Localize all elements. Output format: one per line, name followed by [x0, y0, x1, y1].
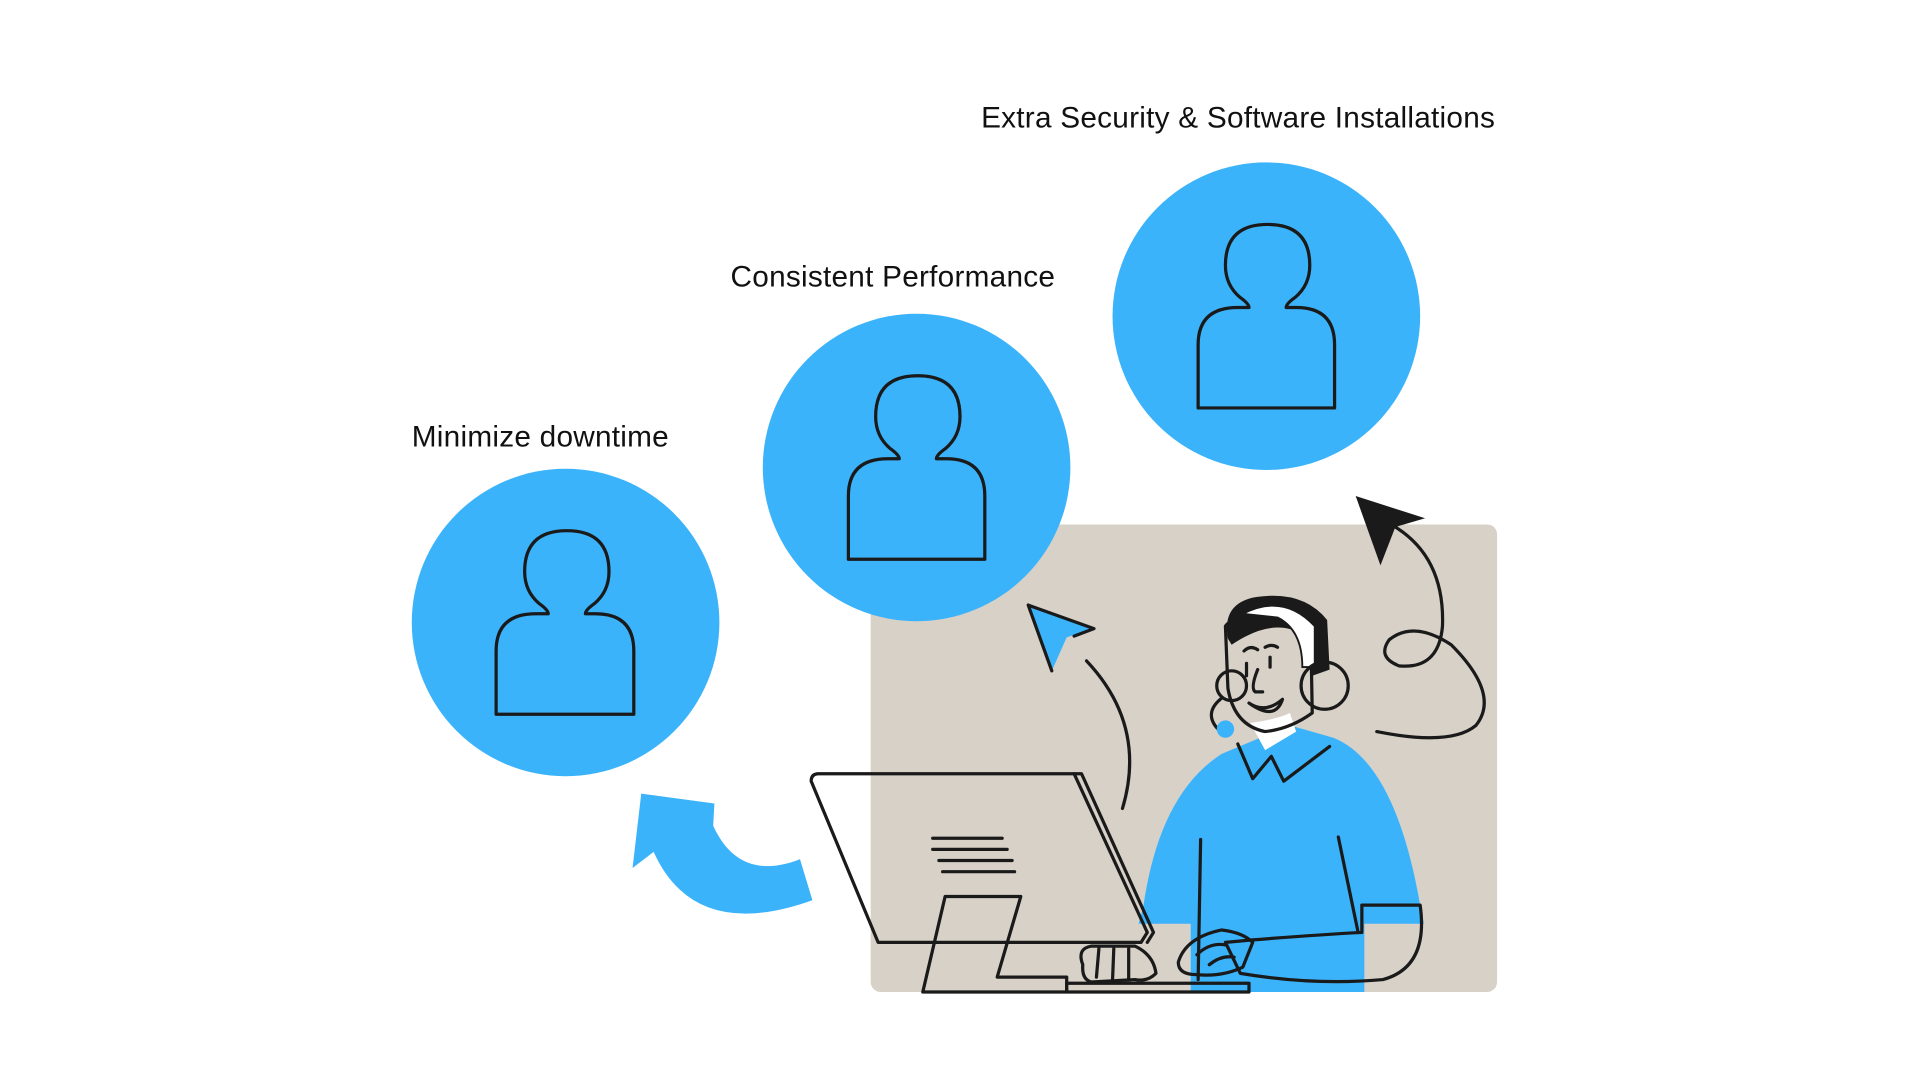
benefit-label-minimize-downtime: Minimize downtime — [412, 420, 669, 453]
black-cursor-arrow-icon — [1355, 495, 1486, 740]
computer-monitor — [809, 772, 1255, 994]
cursor-arrow-icon — [1026, 603, 1132, 811]
shirt — [1138, 725, 1424, 992]
benefit-label-extra-security: Extra Security & Software Installations — [981, 102, 1495, 135]
user-avatar-icon — [1112, 162, 1421, 470]
user-avatar-icon — [762, 313, 1071, 622]
support-agent-figure — [1138, 595, 1424, 992]
benefit-label-consistent-performance: Consistent Performance — [731, 260, 1056, 293]
user-avatar-icon — [411, 468, 720, 777]
arrow-to-minimize-downtime-icon — [632, 793, 813, 914]
